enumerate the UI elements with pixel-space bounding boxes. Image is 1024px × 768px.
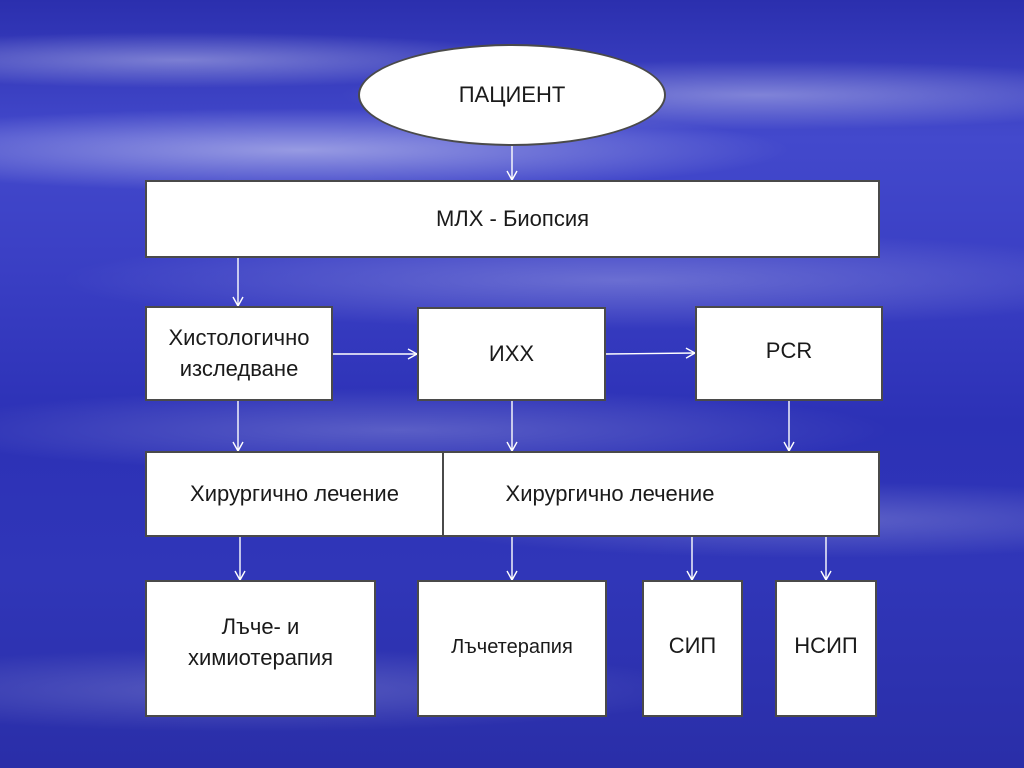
ihc-label: ИХХ	[488, 340, 535, 366]
sip-label: СИП	[668, 633, 717, 659]
sip-node: СИП	[642, 580, 743, 717]
pcr-node: PCR	[695, 306, 883, 401]
pcr-label: PCR	[765, 338, 813, 364]
patient-label: ПАЦИЕНТ	[458, 82, 566, 107]
surgery-left-node: Хирургично лечение	[145, 451, 444, 537]
surgery-left-label: Хирургично лечение	[190, 480, 399, 506]
ihc-node: ИХХ	[417, 307, 606, 401]
nsip-label: НСИП	[794, 633, 858, 659]
arrow-ihc-to-pcr	[605, 347, 697, 359]
nsip-node: НСИП	[775, 580, 877, 717]
biopsy-label: МЛХ - Биопсия	[435, 205, 590, 231]
histology-node: Хистологично изследване	[145, 306, 333, 401]
histology-label: Хистологично изследване	[168, 324, 310, 381]
surgery-right-node: Хирургично лечение	[442, 451, 880, 537]
radiotherapy-node: Лъчетерапия	[417, 580, 607, 717]
radio-chemo-node: Лъче- и химиотерапия	[145, 580, 376, 717]
radio-chemo-label: Лъче- и химиотерапия	[187, 613, 334, 670]
radiotherapy-label: Лъчетерапия	[451, 635, 573, 658]
biopsy-node: МЛХ - Биопсия	[145, 180, 880, 258]
surgery-right-label: Хирургично лечение	[505, 480, 715, 506]
patient-node: ПАЦИЕНТ	[358, 44, 666, 146]
